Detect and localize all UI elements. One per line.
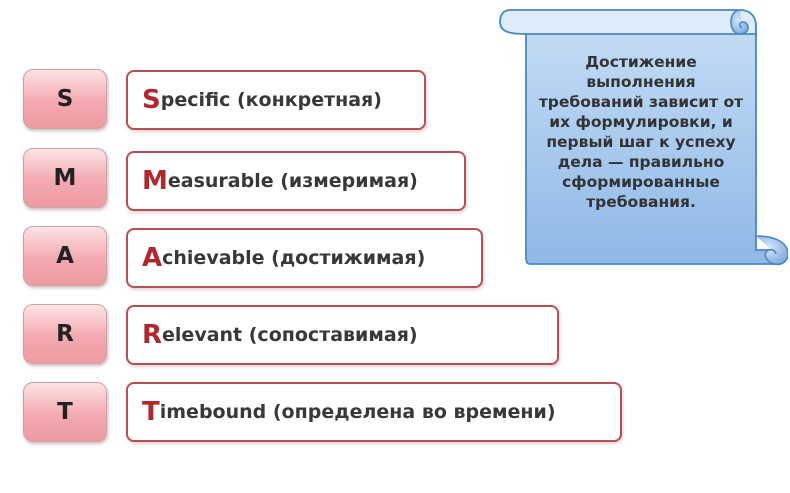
letter-s: S [56,86,74,112]
term-initial-s: S [142,85,161,115]
term-label-relevant: elevant (сопоставимая) [162,324,418,346]
term-initial-t: T [142,397,160,427]
term-label-specific: pecific (конкретная) [160,89,382,111]
scroll-banner [499,9,788,266]
term-label-timebound: imebound (определена во времени) [159,401,556,423]
term-initial-a: A [142,243,163,273]
letter-box-a: A [23,226,107,286]
letter-box-r: R [23,304,107,364]
scroll-text: Достижение выполнения требований зависит… [538,53,744,211]
term-initial-r: R [142,320,163,350]
scroll-bottom-curl [755,235,788,266]
term-label-measurable: easurable (измеримая) [167,170,418,192]
scroll-top-curl [730,9,749,35]
letter-r: R [56,321,74,347]
scroll-top-roll [499,9,757,35]
letter-a: A [56,243,74,269]
term-label-achievable: chievable (достижимая) [162,247,426,269]
letter-box-t: T [23,382,107,442]
letter-t: T [57,399,73,425]
letter-box-s: S [23,69,107,129]
term-initial-m: M [142,166,168,196]
letter-box-m: M [23,148,107,208]
letter-m: M [53,165,77,191]
